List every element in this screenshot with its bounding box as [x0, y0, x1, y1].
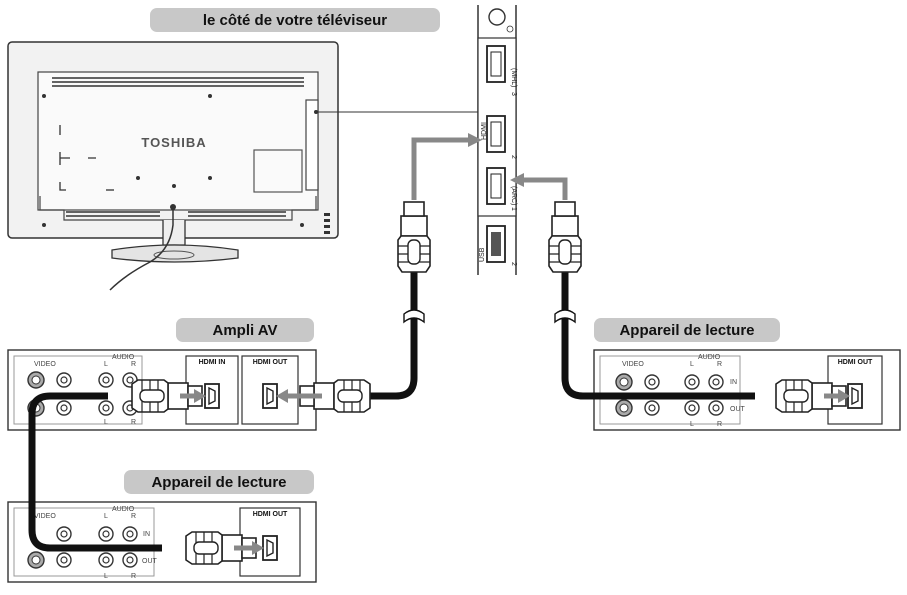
svg-text:IN: IN: [730, 379, 737, 386]
svg-text:R: R: [717, 361, 722, 368]
ampli-hdmi-out-socket[interactable]: [262, 383, 278, 409]
svg-text:R: R: [131, 361, 136, 368]
tv-side-panel: 3 (MHL) HDMI 2 1 (ARC) USB 2: [477, 5, 517, 275]
usb-label: USB: [479, 247, 486, 262]
svg-text:IN: IN: [143, 531, 150, 538]
svg-text:HDMI OUT: HDMI OUT: [253, 511, 288, 518]
cable-player-bottom-to-ampli: [28, 392, 162, 552]
label-player-bottom: Appareil de lecture: [124, 470, 314, 494]
svg-text:R: R: [717, 421, 722, 428]
svg-text:AUDIO: AUDIO: [698, 354, 721, 361]
svg-text:VIDEO: VIDEO: [34, 361, 56, 368]
port1-sub: (ARC): [510, 186, 517, 205]
usb-number: 2: [510, 262, 517, 266]
hdmi-section-label: HDMI: [481, 122, 488, 140]
player-right-hdmi-out-socket[interactable]: [847, 383, 863, 409]
svg-text:R: R: [131, 573, 136, 580]
port2-number: 2: [510, 155, 517, 159]
svg-text:R: R: [131, 513, 136, 520]
player-bottom-device: VIDEO AUDIO L R IN OUT L R HDMI OUT: [7, 501, 317, 583]
svg-text:HDMI OUT: HDMI OUT: [838, 359, 873, 366]
label-player-right: Appareil de lecture: [594, 318, 780, 342]
hdmi-port-2[interactable]: [486, 115, 506, 153]
svg-text:R: R: [131, 419, 136, 426]
svg-text:L: L: [104, 361, 108, 368]
svg-text:L: L: [104, 513, 108, 520]
label-ampli-av: Ampli AV: [176, 318, 314, 342]
svg-text:L: L: [690, 361, 694, 368]
arrow-to-ampli-in: [180, 389, 206, 403]
hdmi-in-label: HDMI IN: [199, 359, 226, 366]
svg-text:Ampli AV: Ampli AV: [212, 322, 277, 339]
tv-rear: TOSHIBA: [7, 41, 339, 291]
hdmi-out-label: HDMI OUT: [253, 359, 288, 366]
tv-brand-logo: TOSHIBA: [141, 135, 206, 150]
svg-text:Appareil de lecture: Appareil de lecture: [151, 474, 286, 491]
port3-number: 3: [510, 92, 517, 96]
arrow-to-hdmi2: [411, 133, 482, 200]
cable-tv-to-ampli: [370, 270, 418, 400]
port3-sub: (MHL): [510, 68, 517, 87]
svg-text:VIDEO: VIDEO: [34, 513, 56, 520]
svg-text:VIDEO: VIDEO: [622, 361, 644, 368]
arrow-to-hdmi1: [510, 173, 568, 200]
svg-text:OUT: OUT: [730, 406, 746, 413]
svg-text:Appareil de lecture: Appareil de lecture: [619, 322, 754, 339]
headphone-jack-icon: [488, 8, 506, 26]
ampli-hdmi-in-socket[interactable]: [204, 383, 220, 409]
arrow-to-ampli-out: [276, 389, 322, 403]
port1-number: 1: [510, 207, 517, 211]
arrow-to-player-right: [824, 389, 850, 403]
cable-break-symbol: [403, 309, 576, 324]
svg-text:OUT: OUT: [142, 558, 158, 565]
player-right-device: VIDEO AUDIO L R IN OUT L R HDMI OUT: [593, 349, 901, 431]
svg-text:L: L: [690, 421, 694, 428]
svg-text:L: L: [104, 573, 108, 580]
hdmi-port-1[interactable]: [486, 167, 506, 205]
hdmi-port-3[interactable]: [486, 45, 506, 83]
hdmi-plug-tv-side-left: [397, 201, 431, 273]
label-tv-side: le côté de votre téléviseur: [150, 8, 440, 32]
svg-text:AUDIO: AUDIO: [112, 506, 135, 513]
arrow-to-player-bottom: [234, 541, 264, 555]
hdmi-plug-tv-side-right: [548, 201, 582, 273]
svg-text:AUDIO: AUDIO: [112, 354, 135, 361]
svg-text:L: L: [104, 419, 108, 426]
cable-player-right-to-tv: [561, 270, 755, 400]
player-bottom-hdmi-out-socket[interactable]: [262, 535, 278, 561]
svg-text:le côté de votre téléviseur: le côté de votre téléviseur: [203, 12, 387, 29]
